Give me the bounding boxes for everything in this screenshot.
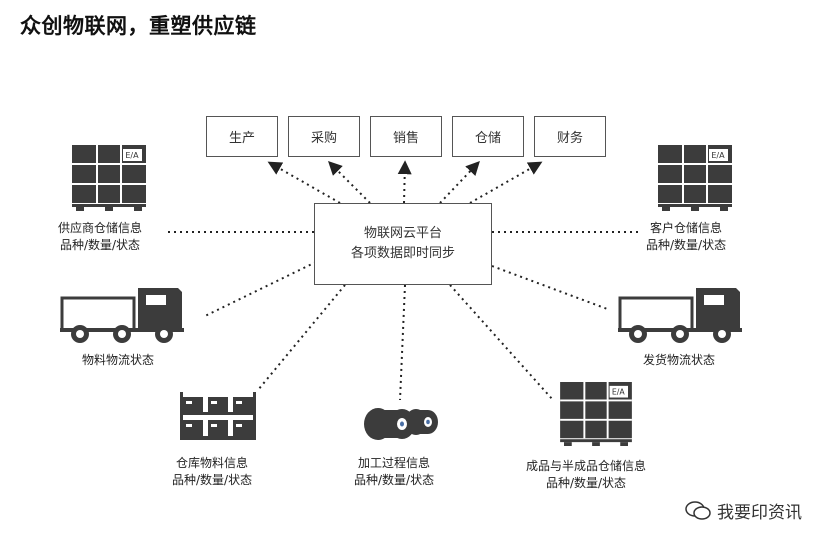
- line-to-material-logistics: [204, 261, 317, 317]
- customer-storage-label: 客户仓储信息 品种/数量/状态: [646, 221, 727, 252]
- cable-reels-icon: [364, 408, 438, 440]
- box-finance: 财务: [534, 116, 606, 157]
- box-production: 生产: [206, 116, 278, 157]
- supplier-storage-label: 供应商仓储信息 品种/数量/状态: [58, 221, 143, 252]
- finished-goods-label: 成品与半成品仓储信息 品种/数量/状态: [526, 459, 647, 490]
- line-to-processing: [399, 284, 406, 401]
- svg-text:E/A: E/A: [125, 151, 139, 160]
- box-sales: 销售: [370, 116, 442, 157]
- pallet-boxes-icon: E/A: [72, 145, 146, 211]
- box-purchase: 采购: [288, 116, 360, 157]
- line-to-finished: [449, 284, 554, 401]
- shipping-logistics-label: 发货物流状态: [643, 353, 716, 367]
- box-storage: 仓储: [452, 116, 524, 157]
- material-logistics-label: 物料物流状态: [82, 353, 155, 367]
- warehouse-materials-label: 仓库物料信息 品种/数量/状态: [172, 456, 253, 487]
- line-to-production: [267, 161, 341, 204]
- watermark-text: 我要印资讯: [717, 503, 802, 523]
- line-to-shipping-logistics: [491, 265, 611, 311]
- line-to-sales: [397, 160, 412, 204]
- storage-rack-icon: [180, 392, 256, 440]
- processing-label: 加工过程信息 品种/数量/状态: [354, 456, 435, 487]
- pallet-boxes-icon: E/A: [658, 145, 732, 211]
- line-to-warehouse: [257, 284, 346, 391]
- wechat-icon: [685, 500, 711, 520]
- platform-title: 物联网云平台: [363, 226, 442, 241]
- svg-text:E/A: E/A: [711, 151, 725, 160]
- page-title: 众创物联网，重塑供应链: [20, 14, 257, 38]
- line-to-purchase: [328, 161, 371, 204]
- line-to-finance: [469, 161, 543, 204]
- line-to-storage: [439, 160, 480, 204]
- truck-icon: [618, 288, 742, 343]
- svg-text:E/A: E/A: [612, 388, 626, 397]
- iot-cloud-platform: 物联网云平台 各项数据即时同步: [314, 203, 492, 285]
- pallet-boxes-icon: E/A: [560, 382, 632, 446]
- truck-icon: [60, 288, 184, 343]
- platform-subtitle: 各项数据即时同步: [350, 246, 455, 261]
- watermark: 我要印资讯: [685, 498, 802, 523]
